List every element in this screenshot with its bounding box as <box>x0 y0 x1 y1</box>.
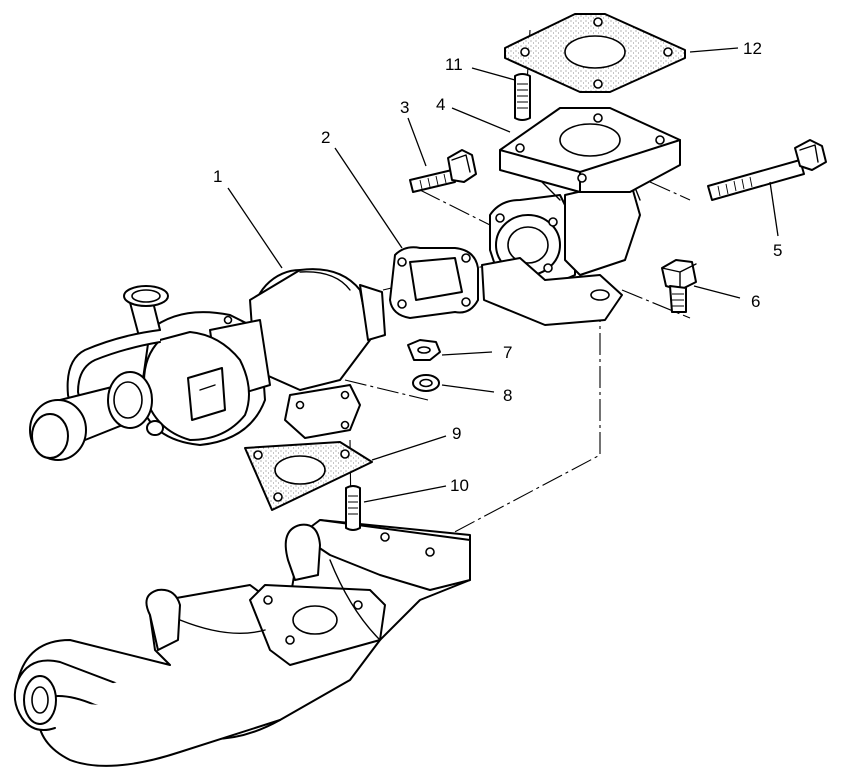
stud-bottom <box>345 485 361 531</box>
hex-nut <box>407 339 441 361</box>
long-bolt <box>707 139 827 201</box>
hex-bolt <box>661 259 697 313</box>
exhaust-elbow <box>481 179 641 326</box>
callout-7: 7 <box>503 343 512 362</box>
callout-3: 3 <box>400 98 409 117</box>
callout-5: 5 <box>773 241 782 260</box>
stud-top <box>514 73 531 121</box>
callout-10: 10 <box>450 476 469 495</box>
callout-4: 4 <box>436 95 445 114</box>
callout-1: 1 <box>213 167 222 186</box>
short-bolt <box>409 149 477 193</box>
callout-labels: 1 2 3 4 5 6 7 8 9 10 11 12 <box>213 39 782 495</box>
callout-9: 9 <box>452 424 461 443</box>
triangular-gasket <box>244 441 373 511</box>
callout-2: 2 <box>321 128 330 147</box>
turbocharger-assembly <box>29 268 386 461</box>
callout-11: 11 <box>445 55 463 74</box>
callout-8: 8 <box>503 386 512 405</box>
top-gasket <box>504 13 686 93</box>
leader-lines <box>227 47 779 503</box>
exhaust-manifold <box>13 519 471 767</box>
lock-washer <box>412 374 440 392</box>
top-flange <box>499 107 681 193</box>
callout-12: 12 <box>743 39 762 58</box>
outlet-gasket <box>389 246 479 319</box>
callout-6: 6 <box>751 292 760 311</box>
